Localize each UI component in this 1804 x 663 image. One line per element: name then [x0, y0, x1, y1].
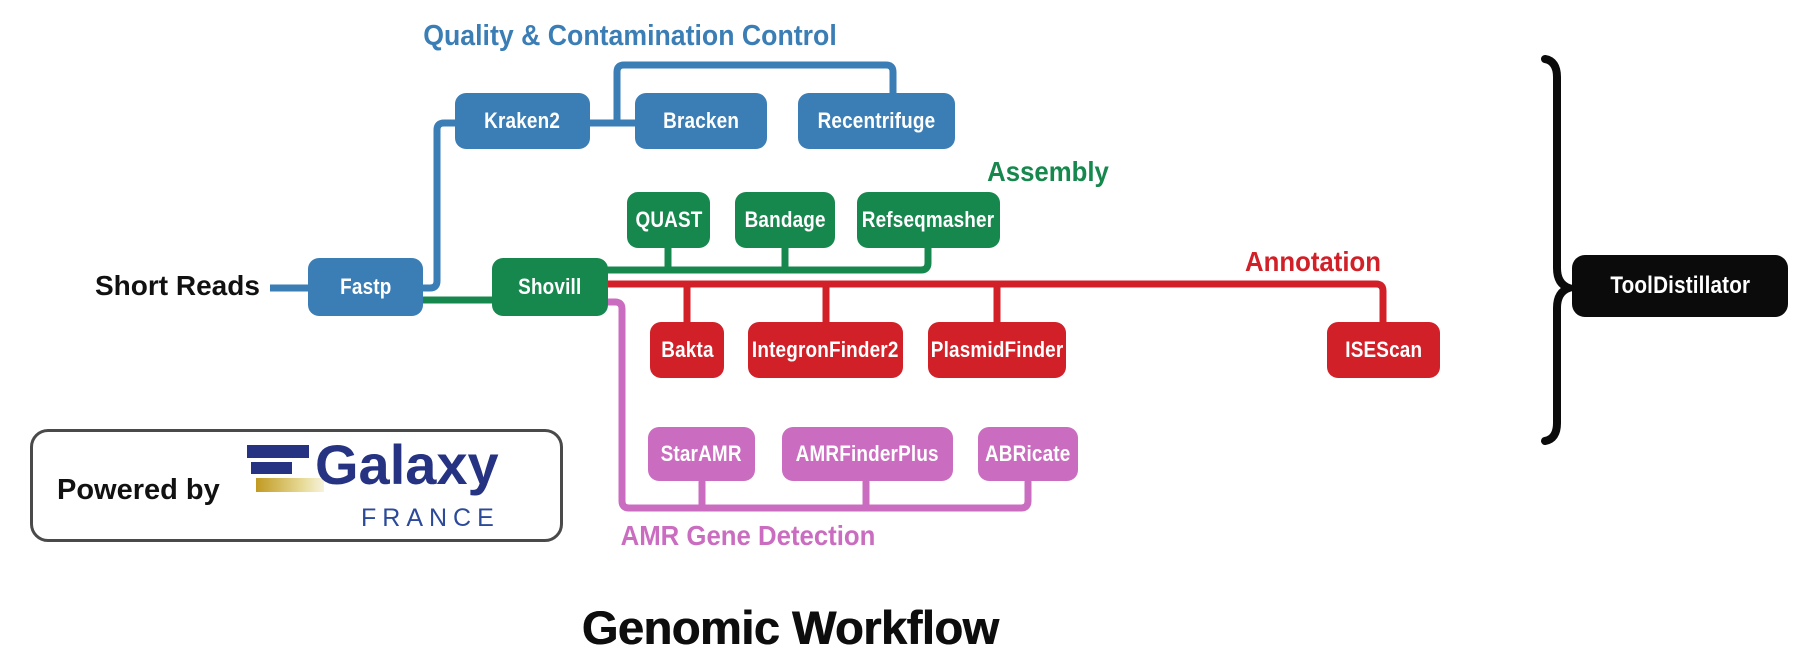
heading-amr-detection: AMR Gene Detection	[620, 520, 876, 551]
node-amrfinderplus: AMRFinderPlus	[782, 427, 953, 481]
galaxy-logo-icon	[256, 478, 324, 492]
wire-junction-recentrifuge	[613, 61, 897, 126]
node-recentrifuge: Recentrifuge	[798, 93, 955, 149]
galaxy-brand-text: Galaxy	[315, 433, 499, 496]
galaxy-france-logo: Powered by Galaxy FRANCE	[30, 429, 563, 542]
heading-quality-control: Quality & Contamination Control	[423, 20, 837, 52]
node-abricate: ABRicate	[978, 427, 1078, 481]
node-tooldistillator: ToolDistillator	[1572, 255, 1788, 317]
node-isescan: ISEScan	[1327, 322, 1440, 378]
galaxy-logo-icon	[251, 462, 292, 474]
node-quast: QUAST	[627, 192, 710, 248]
wire-shovill-annotation	[606, 280, 1387, 322]
page-title: Genomic Workflow	[581, 601, 999, 654]
heading-annotation: Annotation	[1245, 246, 1381, 277]
node-bakta: Bakta	[650, 322, 724, 378]
node-staramr: StarAMR	[648, 427, 755, 481]
node-refseqmasher: Refseqmasher	[857, 192, 1000, 248]
galaxy-region-text: FRANCE	[361, 504, 500, 532]
wire-fastp-kraken2	[423, 119, 455, 292]
wire-shovill-amr	[606, 298, 1032, 512]
node-plasmidfinder: PlasmidFinder	[928, 322, 1066, 378]
node-shovill: Shovill	[492, 258, 608, 316]
wire-shovill-assembly	[606, 248, 932, 274]
node-bracken: Bracken	[635, 93, 767, 149]
powered-by-label: Powered by	[57, 474, 220, 506]
node-kraken2: Kraken2	[455, 93, 590, 149]
input-label-short-reads: Short Reads	[95, 270, 260, 301]
node-bandage: Bandage	[735, 192, 835, 248]
galaxy-logo-icon	[247, 445, 309, 458]
heading-assembly: Assembly	[987, 156, 1109, 187]
node-fastp: Fastp	[308, 258, 423, 316]
brace-icon	[1541, 55, 1582, 445]
node-integronfinder2: IntegronFinder2	[748, 322, 903, 378]
